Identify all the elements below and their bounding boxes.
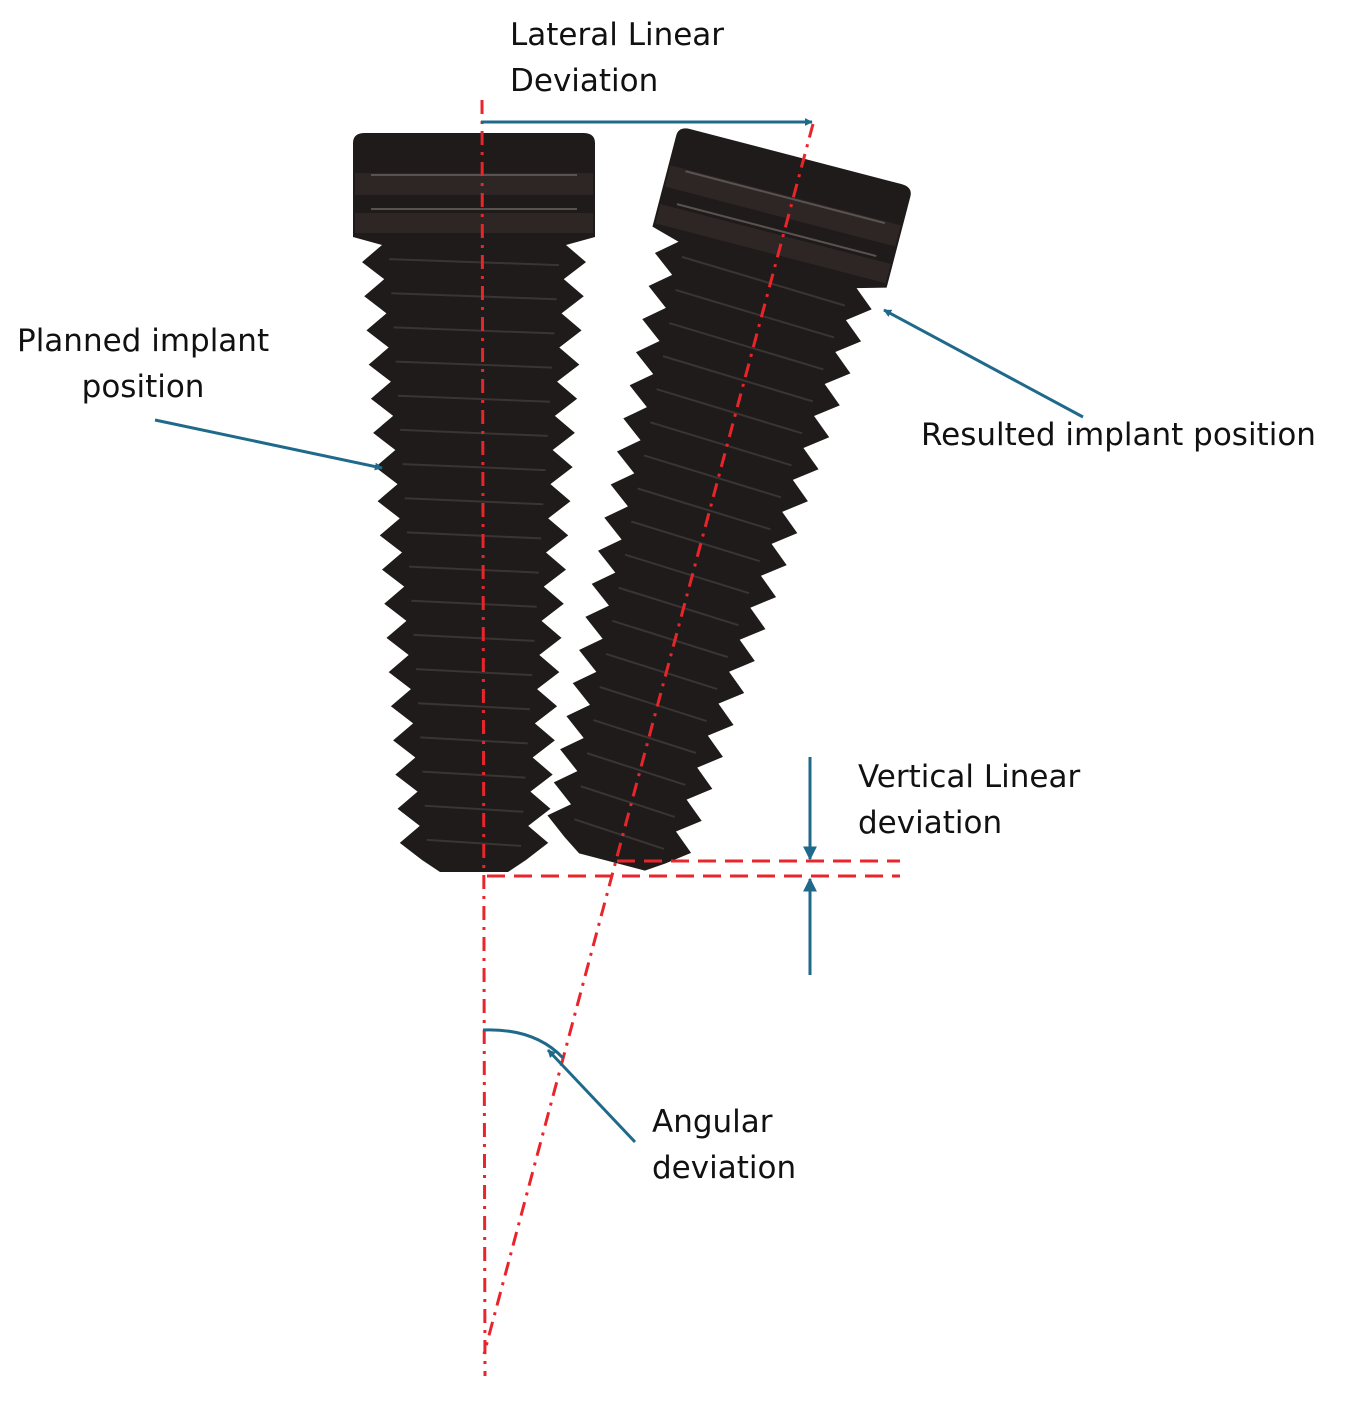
implant-thread-line [400, 428, 548, 437]
implant-thread-line [409, 565, 539, 574]
label-line: deviation [652, 1150, 797, 1186]
implant-thread-line [681, 255, 845, 307]
label-line: Lateral Linear [510, 17, 725, 53]
implant-collar-highlight [685, 170, 886, 225]
planned-implant-shape [353, 133, 595, 872]
label-line: Angular [652, 1104, 773, 1140]
planned-implant-position-label: Planned implant position [17, 318, 269, 410]
implant-thread-line [413, 633, 535, 642]
implant-thread-line [393, 326, 555, 335]
implant-thread-line [631, 520, 760, 563]
implant-thread-line [402, 463, 546, 472]
implant-thread-line [656, 388, 803, 435]
planned-axis-line [480, 99, 487, 1377]
implant-thread-line [415, 668, 533, 677]
angular-deviation-arc [482, 1028, 565, 1060]
label-line: Planned implant [17, 323, 270, 359]
implant-thread-line [391, 292, 557, 301]
implant-collar-band [355, 213, 593, 233]
implant-thread-line [662, 355, 814, 403]
resulted-pointer-arrow [883, 308, 1084, 419]
label-line: deviation [858, 805, 1003, 841]
planned-pointer-arrow [154, 418, 383, 471]
implant-thread-line [649, 421, 792, 467]
implant-thread-line [618, 586, 739, 627]
implant-thread-line [612, 619, 729, 659]
implant-thread-line [406, 531, 542, 540]
vertical-linear-deviation-label: Vertical Linear deviation [858, 754, 1080, 846]
label-line: position [81, 369, 205, 405]
implant-thread-line [395, 360, 553, 369]
implant-thread-line [417, 702, 531, 711]
implant-body [547, 128, 911, 871]
implant-thread-line [624, 553, 750, 595]
implant-collar-band [355, 173, 593, 195]
implant-thread-line [411, 599, 537, 608]
implant-thread-line [675, 289, 835, 339]
angular-pointer-arrow [546, 1048, 637, 1144]
implant-thread-line [643, 454, 782, 499]
implant-thread-line [424, 804, 524, 813]
label-line: Vertical Linear [858, 759, 1081, 795]
implant-thread-line [420, 736, 528, 745]
angular-deviation-label: Angular deviation [652, 1099, 796, 1191]
implant-thread-line [397, 394, 551, 403]
implant-thread-line [389, 258, 559, 267]
label-line: Resulted implant position [921, 417, 1316, 453]
lateral-linear-deviation-label: Lateral Linear Deviation [510, 12, 724, 104]
implant-thread-line [599, 686, 707, 722]
implant-collar-band [664, 165, 901, 247]
resulted-implant-position-label: Resulted implant position [921, 412, 1316, 458]
resulted-axis-line [482, 123, 815, 1355]
implant-thread-line [593, 719, 697, 754]
label-line: Deviation [510, 63, 659, 99]
implant-thread-line [574, 818, 665, 850]
implant-thread-line [637, 487, 771, 531]
implant-thread-line [426, 838, 522, 847]
implant-collar-band [655, 203, 891, 284]
implant-thread-line [605, 652, 718, 691]
implant-collar-highlight [676, 203, 877, 258]
implant-thread-line [668, 322, 824, 371]
implant-thread-line [580, 785, 676, 818]
implant-body [353, 133, 595, 872]
resulted-implant-shape [547, 128, 911, 871]
implant-thread-line [586, 752, 686, 786]
implant-thread-line [422, 770, 526, 779]
implant-thread-line [404, 497, 544, 506]
